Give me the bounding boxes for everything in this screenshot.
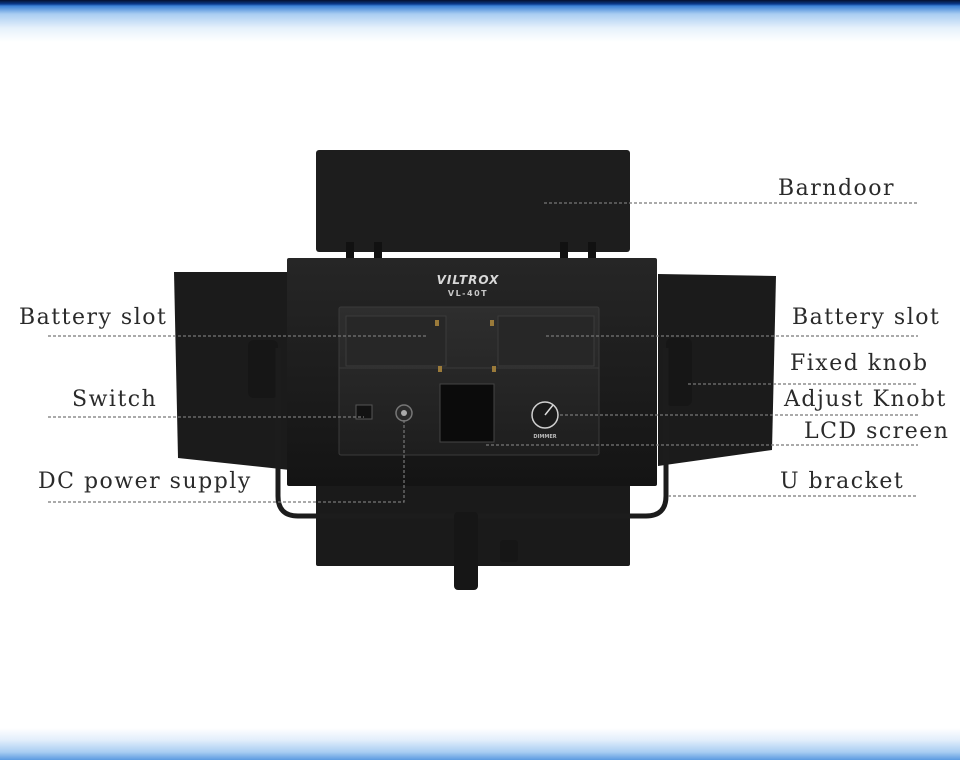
mount-clamp[interactable] xyxy=(500,540,518,562)
battery-contact xyxy=(490,320,494,326)
mount-post xyxy=(454,512,478,590)
bottom-accent-bar xyxy=(0,728,960,760)
battery-contact xyxy=(435,320,439,326)
battery-contact xyxy=(438,366,442,372)
leader-lines xyxy=(48,202,918,503)
lcd-screen xyxy=(439,383,495,443)
label-battery-slot-left: Battery slot xyxy=(19,305,168,330)
model-label: VL-40T xyxy=(448,289,488,298)
hinge xyxy=(374,242,382,258)
label-u-bracket: U bracket xyxy=(780,469,905,494)
fixed-knob-right[interactable] xyxy=(666,338,692,406)
top-accent-bar xyxy=(0,0,960,42)
power-switch[interactable] xyxy=(355,404,373,420)
hinge xyxy=(588,242,596,258)
label-dc-power-supply: DC power supply xyxy=(38,469,252,494)
label-adjust-knob: Adjust Knobt xyxy=(784,387,947,412)
left-barndoor[interactable] xyxy=(174,272,290,470)
label-barndoor: Barndoor xyxy=(778,176,896,201)
dimmer-indicator xyxy=(544,404,554,416)
fixed-knob-left[interactable] xyxy=(248,340,278,398)
label-lcd-screen: LCD screen xyxy=(804,419,950,444)
label-switch: Switch xyxy=(72,387,158,412)
label-fixed-knob: Fixed knob xyxy=(790,351,929,376)
dimmer-label: DIMMER xyxy=(533,434,556,440)
battery-slot-left[interactable] xyxy=(345,315,447,367)
top-barndoor[interactable] xyxy=(316,150,630,252)
label-battery-slot-right: Battery slot xyxy=(792,305,941,330)
battery-contact xyxy=(492,366,496,372)
hinge xyxy=(346,242,354,258)
brand-logo: VILTROX xyxy=(437,273,500,287)
hinge xyxy=(560,242,568,258)
dc-jack-pin xyxy=(401,410,407,416)
leader-dc xyxy=(48,420,405,503)
battery-slot-right[interactable] xyxy=(497,315,595,367)
right-barndoor[interactable] xyxy=(658,274,776,466)
